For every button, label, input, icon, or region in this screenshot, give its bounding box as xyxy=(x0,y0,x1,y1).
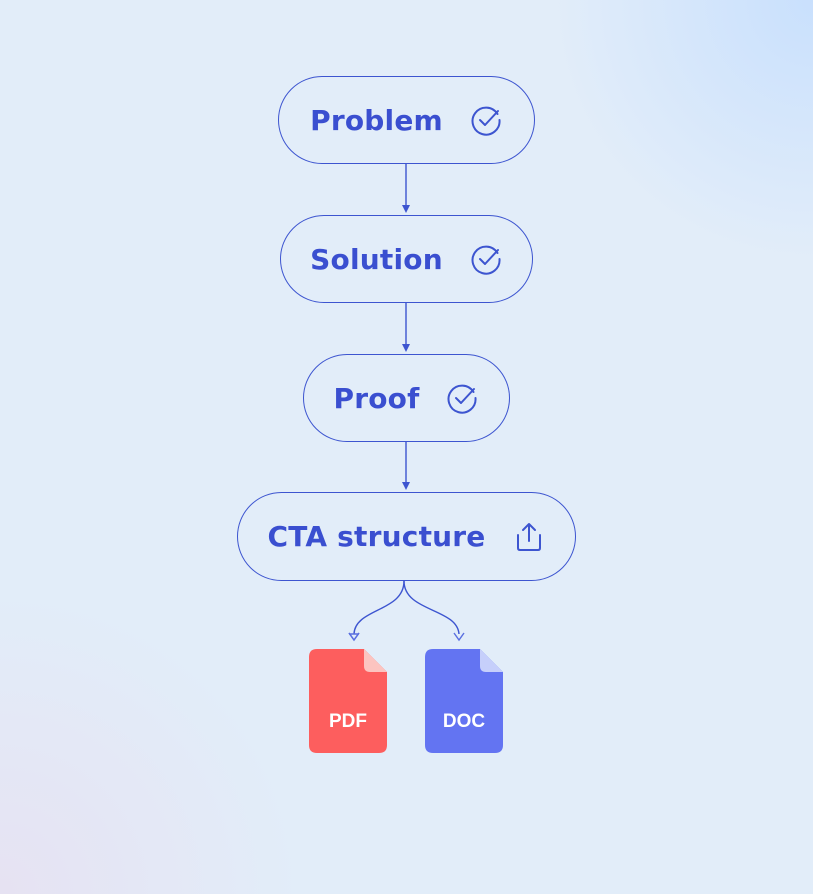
file-type-label: DOC xyxy=(442,711,486,732)
node-label: Problem xyxy=(310,103,443,137)
node-label: CTA structure xyxy=(267,520,486,553)
arrow-cta-pdf xyxy=(353,580,405,635)
check-circle-icon xyxy=(448,384,477,414)
file-shape xyxy=(425,649,503,753)
node-label: Solution xyxy=(310,242,443,276)
node-solution[interactable]: Solution xyxy=(280,215,533,303)
node-problem[interactable]: Problem xyxy=(278,76,535,164)
node-label: Proof xyxy=(333,381,420,415)
doc-file-icon[interactable]: DOC xyxy=(425,649,503,753)
node-proof[interactable]: Proof xyxy=(303,354,510,442)
pdf-file-icon[interactable]: PDF xyxy=(309,649,387,753)
file-type-label: PDF xyxy=(329,711,367,732)
check-circle-icon xyxy=(471,106,501,136)
file-shape xyxy=(309,649,387,753)
arrow-cta-doc xyxy=(403,580,460,635)
share-upload-icon xyxy=(516,522,541,551)
check-circle-icon xyxy=(471,245,501,275)
node-cta-structure[interactable]: CTA structure xyxy=(237,492,576,581)
